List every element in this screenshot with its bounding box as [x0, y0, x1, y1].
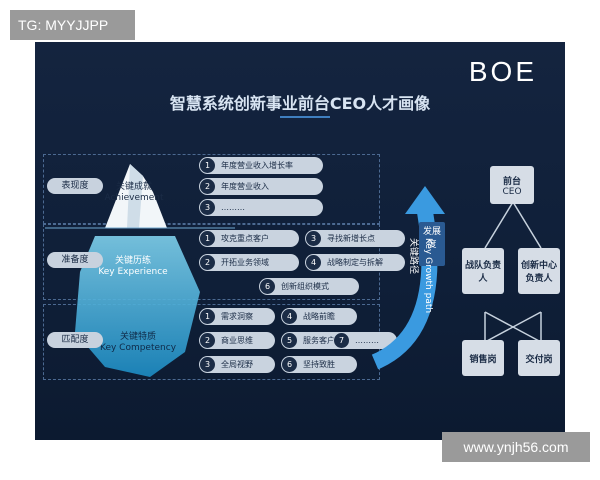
competency-item: 1 需求洞察 [199, 308, 275, 325]
item-number: 5 [282, 333, 297, 348]
watermark-tag: TG: MYYJJPP [10, 10, 135, 40]
org-node-ceo: 前台 CEO [490, 166, 534, 204]
competency-item: 3 全局视野 [199, 356, 275, 373]
item-label: 寻找新增长点 [327, 234, 375, 243]
item-number: 1 [200, 158, 215, 173]
org-chart-lines [484, 201, 542, 343]
stage-readiness: 准备度 [47, 252, 103, 268]
item-number: 1 [200, 231, 215, 246]
item-label: 服务客户 [303, 336, 335, 345]
item-number: 3 [306, 231, 321, 246]
item-number: 3 [200, 200, 215, 215]
item-number: 1 [200, 309, 215, 324]
item-label: 商业思维 [221, 336, 253, 345]
org-node-team-lead: 战队负责人 [462, 248, 504, 294]
item-number: 4 [282, 309, 297, 324]
item-number: 4 [306, 255, 321, 270]
item-label: 创新组织模式 [281, 282, 329, 291]
achievement-item: 2 年度营业收入 [199, 178, 323, 195]
competency-label: 关键特质 Key Competency [99, 332, 177, 353]
experience-item: 4 战略制定与拆解 [305, 254, 405, 271]
achievement-item: 3 ……… [199, 199, 323, 216]
watermark-url: www.ynjh56.com [442, 432, 590, 462]
development-label: 发展度 [419, 222, 445, 266]
stage-performance: 表现度 [47, 178, 103, 194]
item-label: ……… [221, 203, 245, 212]
item-label: 需求洞察 [221, 312, 253, 321]
item-label: 坚持致胜 [303, 360, 335, 369]
experience-item: 6 创新组织模式 [259, 278, 359, 295]
competency-item: 2 商业思维 [199, 332, 275, 349]
experience-item: 3 寻找新增长点 [305, 230, 405, 247]
growth-arrow-icon [371, 186, 445, 370]
stage-matching: 匹配度 [47, 332, 103, 348]
item-label: 开拓业务领域 [221, 258, 269, 267]
item-label: 年度营业收入增长率 [221, 161, 293, 170]
slide-title: 智慧系统创新事业前台CEO人才画像 [169, 94, 431, 113]
item-number: 2 [200, 179, 215, 194]
item-number: 3 [200, 357, 215, 372]
achievement-section [43, 154, 380, 224]
competency-item: 7 ……… [333, 332, 397, 349]
item-number: 6 [260, 279, 275, 294]
item-label: 全局视野 [221, 360, 253, 369]
item-number: 6 [282, 357, 297, 372]
item-label: 攻克重点客户 [221, 234, 269, 243]
item-label: ……… [355, 336, 379, 345]
item-number: 7 [334, 333, 349, 348]
achievement-label: 关键成就 Achievement [104, 182, 164, 203]
item-number: 2 [200, 333, 215, 348]
item-number: 2 [200, 255, 215, 270]
item-label: 战略制定与拆解 [327, 258, 383, 267]
org-node-innovation-lead: 创新中心负责人 [518, 248, 560, 294]
boe-logo: BOE [468, 56, 537, 87]
competency-item: 6 坚持致胜 [281, 356, 357, 373]
competency-item: 4 战略前瞻 [281, 308, 357, 325]
growth-path-label: Key Growth path 关键路径 [408, 238, 433, 314]
org-node-delivery: 交付岗 [518, 340, 560, 376]
experience-item: 1 攻克重点客户 [199, 230, 299, 247]
slide: BOE 智慧系统创新事业前台CEO人才画像 关键成就 Achievement 关… [35, 42, 565, 440]
item-label: 战略前瞻 [303, 312, 335, 321]
achievement-item: 1 年度营业收入增长率 [199, 157, 323, 174]
title-underline [280, 116, 330, 118]
item-label: 年度营业收入 [221, 182, 269, 191]
org-node-sales: 销售岗 [462, 340, 504, 376]
iceberg-graphic [45, 164, 235, 377]
experience-item: 2 开拓业务领域 [199, 254, 299, 271]
experience-label: 关键历练 Key Experience [98, 256, 168, 277]
